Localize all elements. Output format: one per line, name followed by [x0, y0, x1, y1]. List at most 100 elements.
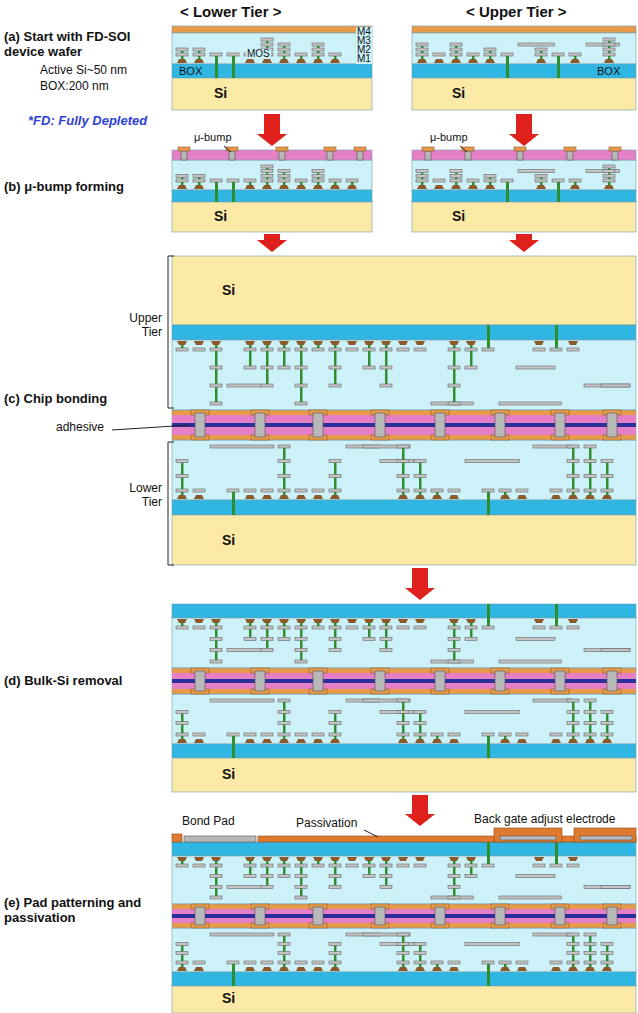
metal-line: [467, 179, 479, 182]
contact: [181, 182, 184, 185]
micro-bump: [195, 907, 205, 925]
metal-line: [535, 174, 547, 177]
micro-bump: [435, 907, 445, 925]
contact: [266, 623, 269, 626]
buried-oxide: [172, 744, 636, 758]
metal-line: [448, 348, 460, 351]
metal-line: [450, 179, 462, 182]
via: [283, 955, 286, 961]
transistor-gate: [415, 619, 425, 623]
via: [283, 702, 286, 710]
metal-line: [210, 896, 222, 899]
metal-line: [584, 722, 596, 725]
via: [572, 713, 575, 721]
adhesive-layer: [172, 914, 636, 918]
via: [215, 640, 218, 648]
through-via: [506, 182, 509, 202]
contact: [402, 492, 405, 495]
metal-line: [603, 43, 615, 46]
metal-line: [193, 489, 205, 492]
layer-label: Si: [452, 85, 465, 101]
transistor-gate: [604, 185, 614, 189]
transistor-gate: [415, 857, 425, 861]
transistor-gate: [194, 619, 204, 623]
metal-line: [499, 489, 511, 492]
via: [334, 878, 337, 886]
transistor-gate: [466, 341, 476, 345]
metal-line: [244, 348, 256, 351]
transistor-gate: [262, 495, 272, 499]
metal-line: [261, 366, 273, 369]
via: [419, 945, 422, 951]
transistor-gate: [534, 619, 544, 623]
metal-line: [210, 875, 222, 878]
metal-line: [397, 710, 409, 713]
contact: [283, 492, 286, 495]
contact: [470, 623, 473, 626]
contact: [419, 736, 422, 739]
metal-line: [176, 961, 188, 964]
transistor-gate: [364, 619, 374, 623]
metal-line: [567, 961, 579, 964]
via: [572, 448, 575, 460]
micro-bump: [375, 671, 385, 691]
metal-line: [380, 626, 392, 629]
metal-line: [416, 48, 428, 51]
transistor-gate: [262, 739, 272, 743]
contact: [334, 182, 337, 185]
metal-line: [278, 952, 290, 955]
via: [283, 936, 286, 942]
buried-oxide: [172, 842, 636, 856]
interconnect-layer: [172, 440, 636, 500]
metal-line: [448, 637, 460, 640]
bump-cap: [354, 147, 366, 151]
metal-line: [176, 626, 188, 629]
column-heading: < Lower Tier >: [180, 3, 281, 20]
transistor-gate: [500, 739, 510, 743]
metal-line: [550, 733, 562, 736]
metal-line: [499, 961, 511, 964]
dimension-note: Active Si~50 nm: [40, 64, 127, 78]
via: [266, 629, 269, 637]
metal-line: [601, 885, 630, 888]
metal-line: [431, 733, 443, 736]
metal-line: [295, 489, 307, 492]
transistor-gate: [381, 857, 391, 861]
transistor-gate: [262, 857, 272, 861]
transistor-gate: [398, 495, 408, 499]
transistor-gate: [211, 619, 221, 623]
transistor-gate: [279, 341, 289, 345]
interconnect-layer: [412, 33, 636, 64]
metal-line: [244, 864, 256, 867]
metal-line: [397, 699, 409, 702]
metal-line: [176, 179, 188, 182]
metal-line: [584, 710, 596, 713]
micro-bump: [181, 151, 187, 160]
via: [606, 725, 609, 733]
transistor-gate: [245, 341, 255, 345]
metal-line: [601, 474, 613, 477]
via: [249, 629, 252, 637]
metal-line: [567, 933, 579, 936]
metal-line: [584, 649, 630, 652]
micro-bump: [495, 671, 505, 691]
micro-bump: [279, 151, 285, 160]
layer-label: Si: [214, 85, 227, 101]
metal-line: [484, 174, 496, 177]
metal-line: [380, 942, 414, 945]
metal-line: [380, 366, 392, 369]
metal-line: [433, 53, 445, 56]
metal-line: [346, 864, 358, 867]
transistor-gate: [364, 857, 374, 861]
transistor-gate: [602, 967, 612, 971]
metal-line: [329, 348, 341, 351]
metal-line: [329, 710, 341, 713]
through-via: [555, 604, 558, 626]
metal-line: [465, 864, 477, 867]
transistor-gate: [602, 495, 612, 499]
metal-line: [448, 366, 460, 369]
transistor-gate: [347, 341, 357, 345]
contact: [181, 56, 184, 59]
transistor-gate: [194, 59, 204, 63]
metal-line: [397, 933, 409, 936]
